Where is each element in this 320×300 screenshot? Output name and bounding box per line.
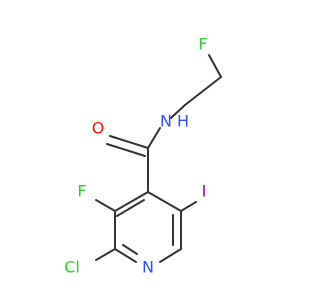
bond-n-carbonyl — [147, 127, 161, 149]
bond-c2-cl — [95, 248, 116, 261]
atom-n-ring: N — [142, 258, 154, 277]
bond-n-c2 — [114, 248, 137, 263]
molecule-canvas: F O N H F I Cl N — [64, 34, 222, 277]
atom-f-ring: F — [77, 182, 86, 201]
bond-ch2-n — [170, 104, 186, 119]
bond-c6-n — [159, 248, 182, 263]
bond-c4-c3 — [114, 191, 149, 212]
atoms: F O N H F I Cl N — [64, 35, 207, 277]
bond-n-c2-inner — [122, 244, 138, 255]
atom-f-top: F — [198, 35, 207, 54]
atom-o-carbonyl: O — [92, 119, 105, 138]
atom-h-amide: H — [177, 112, 189, 131]
bond-c4-c5 — [147, 191, 182, 212]
atom-cl: Cl — [64, 258, 80, 277]
bond-c4-c3-inner — [116, 199, 145, 217]
bonds — [95, 54, 222, 263]
bond-ch2-ch2 — [184, 76, 222, 106]
bond-c3-f — [95, 199, 116, 212]
bond-f-ch2 — [208, 54, 222, 78]
atom-i: I — [202, 182, 207, 201]
molecule-structure: F O N H F I Cl N — [64, 35, 222, 277]
atom-n-amide: N — [160, 112, 172, 131]
bond-co-2 — [106, 143, 146, 157]
bond-c5-i — [180, 201, 197, 212]
bond-co-1 — [109, 135, 149, 149]
